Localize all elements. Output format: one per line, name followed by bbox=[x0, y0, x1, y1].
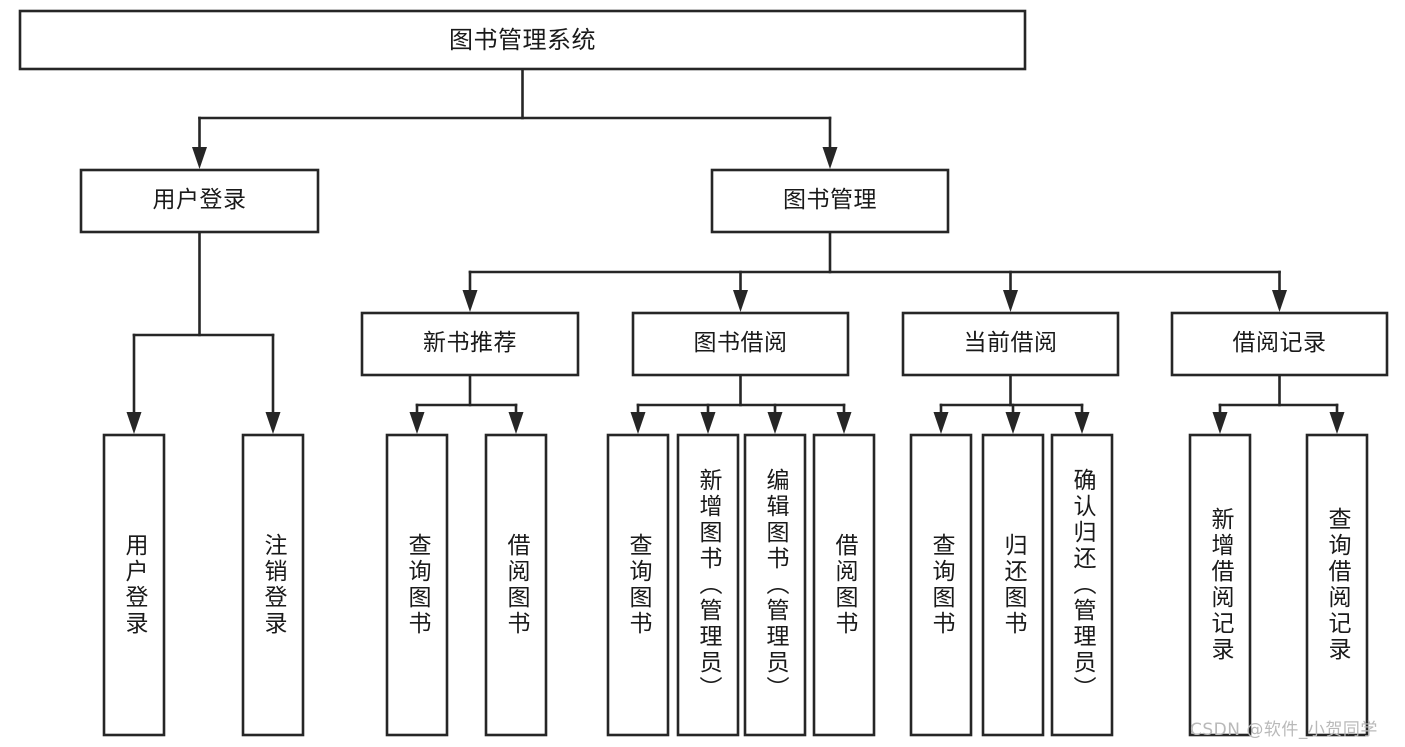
node-leaf-leaf-borrow-book-2[interactable] bbox=[812, 433, 876, 737]
arrow-icon-to-book-borrow bbox=[733, 290, 748, 312]
node-level2-current-borrow[interactable] bbox=[901, 311, 1120, 377]
arrow-icon-to-leaf-query-book-3 bbox=[933, 412, 949, 434]
node-leaf-leaf-return-book[interactable] bbox=[981, 433, 1045, 737]
node-level2-book-borrow[interactable] bbox=[631, 311, 850, 377]
node-level1-book-manage[interactable] bbox=[710, 168, 950, 234]
arrow-icon-to-borrow-record bbox=[1272, 290, 1287, 312]
arrow-icon-to-new-book-recommend bbox=[462, 290, 478, 312]
arrow-icon-to-user-login bbox=[192, 147, 207, 169]
arrow-icon-to-book-manage bbox=[822, 147, 838, 169]
node-leaf-leaf-query-book-2[interactable] bbox=[606, 433, 670, 737]
node-root-root[interactable] bbox=[18, 9, 1027, 71]
arrow-icon-to-current-borrow bbox=[1003, 290, 1018, 312]
node-leaf-leaf-confirm-return[interactable] bbox=[1050, 433, 1114, 737]
connectors-layer bbox=[126, 67, 1345, 434]
node-level1-user-login[interactable] bbox=[79, 168, 320, 234]
arrow-icon-to-leaf-edit-book bbox=[767, 412, 783, 434]
node-level2-new-book-recommend[interactable] bbox=[360, 311, 580, 377]
node-leaf-leaf-borrow-book-1[interactable] bbox=[484, 433, 548, 737]
node-leaf-leaf-logout[interactable] bbox=[241, 433, 305, 737]
csdn-watermark: CSDN @软件_小贺同学 bbox=[1190, 720, 1378, 740]
node-leaf-leaf-query-book-1[interactable] bbox=[385, 433, 449, 737]
node-leaf-leaf-add-book[interactable] bbox=[676, 433, 740, 737]
node-leaf-leaf-edit-book[interactable] bbox=[743, 433, 807, 737]
arrow-icon-to-leaf-return-book bbox=[1005, 412, 1021, 434]
arrow-icon-to-leaf-add-record bbox=[1212, 412, 1228, 434]
node-leaf-leaf-query-record[interactable] bbox=[1305, 433, 1369, 737]
arrow-icon-to-leaf-borrow-book-2 bbox=[836, 412, 852, 434]
arrow-icon-to-leaf-query-record bbox=[1329, 412, 1345, 434]
arrow-icon-to-leaf-add-book bbox=[700, 412, 716, 434]
arrow-icon-to-leaf-borrow-book-1 bbox=[508, 412, 524, 434]
node-level2-borrow-record[interactable] bbox=[1170, 311, 1389, 377]
node-leaf-leaf-add-record[interactable] bbox=[1188, 433, 1252, 737]
boxes-layer bbox=[18, 9, 1389, 737]
arrow-icon-to-leaf-query-book-1 bbox=[409, 412, 425, 434]
arrow-icon-to-leaf-logout bbox=[265, 412, 281, 434]
arrow-icon-to-leaf-confirm-return bbox=[1074, 412, 1090, 434]
node-leaf-leaf-user-login[interactable] bbox=[102, 433, 166, 737]
arrow-icon-to-leaf-query-book-2 bbox=[630, 412, 646, 434]
node-leaf-leaf-query-book-3[interactable] bbox=[909, 433, 973, 737]
arrow-icon-to-leaf-user-login bbox=[126, 412, 142, 434]
